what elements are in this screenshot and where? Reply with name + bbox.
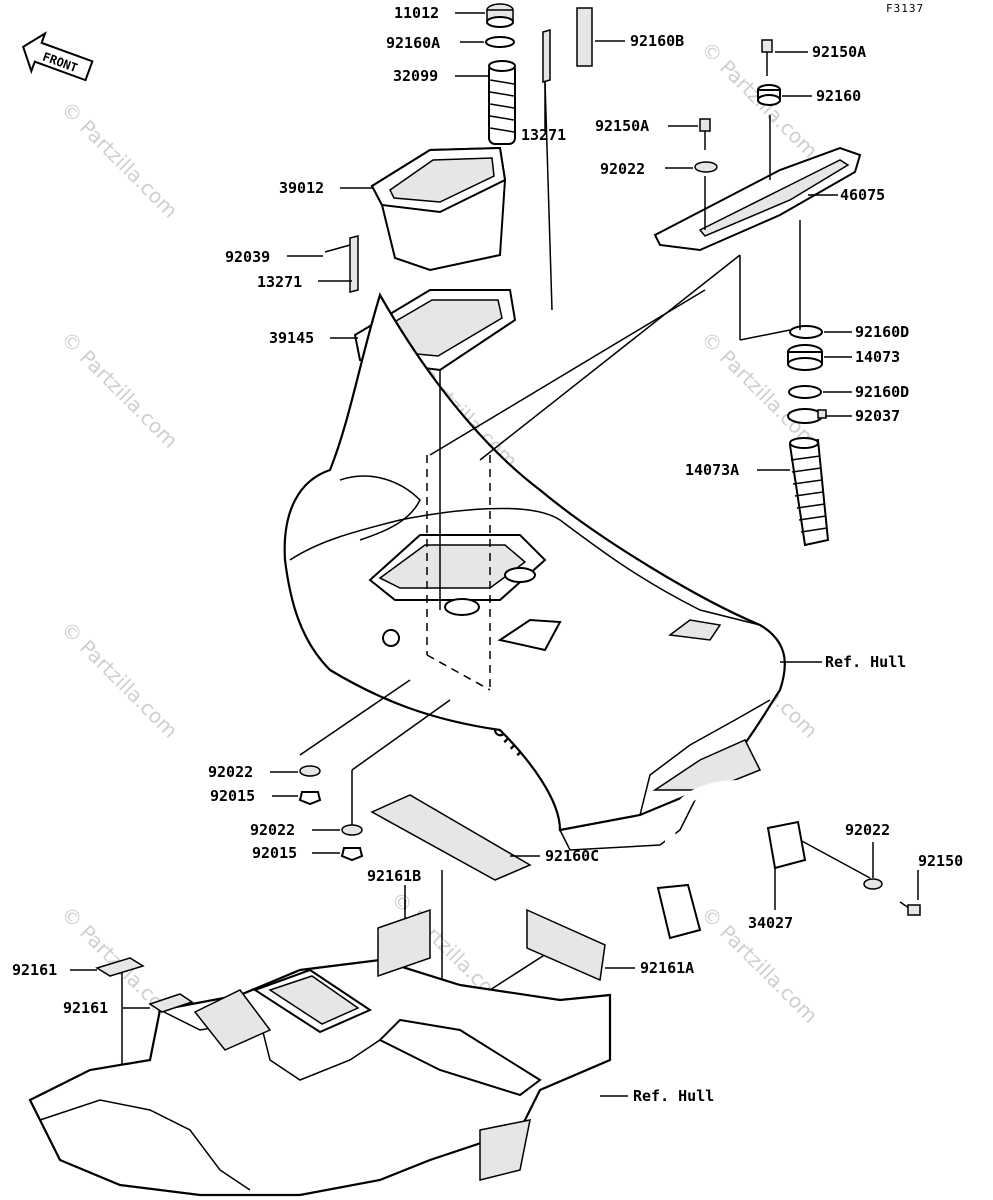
hose-14073A: [788, 437, 830, 547]
callout-92160D-b: 92160D: [855, 383, 909, 401]
bolt-92150: [899, 901, 921, 916]
bolt-92150A-mid: [699, 118, 711, 150]
callout-ref-hull-top: Ref. Hull: [825, 653, 906, 671]
callout-92039: 92039: [225, 248, 270, 266]
callout-92022-a: 92022: [208, 763, 253, 781]
washer-92022-right: [863, 878, 883, 890]
callout-92160B: 92160B: [630, 32, 684, 50]
callout-92022-b: 92022: [250, 821, 295, 839]
nut-92015-b: [340, 847, 364, 862]
callout-13271-bottom: 13271: [257, 273, 302, 291]
grab-bar-34027: [656, 779, 807, 940]
callout-92015-a: 92015: [210, 787, 255, 805]
callout-92161A: 92161A: [640, 959, 694, 977]
callout-11012: 11012: [394, 4, 439, 22]
callout-92022-right: 92022: [845, 821, 890, 839]
storage-box-39012: [370, 146, 507, 272]
callout-34027: 34027: [748, 914, 793, 932]
callout-39145: 39145: [269, 329, 314, 347]
washer-92022-b: [341, 824, 363, 836]
callout-14073: 14073: [855, 348, 900, 366]
callout-32099: 32099: [393, 67, 438, 85]
callout-39012: 39012: [279, 179, 324, 197]
hose-32099: [488, 60, 516, 145]
decal-92161-b: [148, 993, 194, 1013]
callout-46075: 46075: [840, 186, 885, 204]
callout-92160D-a: 92160D: [855, 323, 909, 341]
callout-92150A-mid: 92150A: [595, 117, 649, 135]
callout-92161B: 92161B: [367, 867, 421, 885]
hull-upper: [283, 292, 786, 851]
fitting-14073: [787, 344, 823, 371]
callout-92150A-top: 92150A: [812, 43, 866, 61]
grab-handle-46075: [653, 146, 862, 252]
watermark-text: © Partzilla.com: [56, 617, 182, 743]
callout-labels: 11012 92160A 92160B 32099 92150A 92160 1…: [12, 4, 963, 1105]
seal-92160A: [485, 36, 515, 48]
pin-92039: [324, 244, 351, 253]
hull-lower: [28, 958, 612, 1197]
callout-92160C: 92160C: [545, 847, 599, 865]
washer-92022-a: [299, 765, 321, 777]
clamp-92037: [787, 408, 827, 424]
decal-92161-a: [95, 957, 145, 977]
callout-92037: 92037: [855, 407, 900, 425]
decal-92161A: [526, 908, 606, 982]
callout-13271-top: 13271: [521, 126, 566, 144]
callout-leaders: [70, 12, 919, 1097]
decal-92161B: [377, 908, 431, 978]
seal-92160D-a: [789, 325, 823, 339]
strap-13271-bottom: [349, 235, 359, 293]
callout-ref-hull-bottom: Ref. Hull: [633, 1087, 714, 1105]
strap-13271-top: [542, 29, 551, 83]
washer-92022-top: [694, 161, 718, 173]
nut-92015-a: [298, 791, 322, 806]
pad-92160B: [576, 7, 593, 67]
front-arrow-icon: FRONT: [21, 31, 94, 82]
callout-14073A: 14073A: [685, 461, 739, 479]
seal-92160D-b: [788, 385, 822, 399]
callout-92161-b: 92161: [63, 999, 108, 1017]
bolt-92150A-top: [761, 39, 773, 76]
callout-92161-a: 92161: [12, 961, 57, 979]
pad-92160C: [370, 794, 532, 881]
callout-92150: 92150: [918, 852, 963, 870]
collar-92160: [757, 84, 781, 106]
cap-11012: [486, 3, 514, 28]
watermark-text: © Partzilla.com: [56, 327, 182, 453]
figure-code: F3137: [886, 2, 924, 15]
callout-92022-top: 92022: [600, 160, 645, 178]
callout-92160: 92160: [816, 87, 861, 105]
callout-92160A: 92160A: [386, 34, 440, 52]
watermark-text: © Partzilla.com: [56, 97, 182, 223]
callout-92015-b: 92015: [252, 844, 297, 862]
